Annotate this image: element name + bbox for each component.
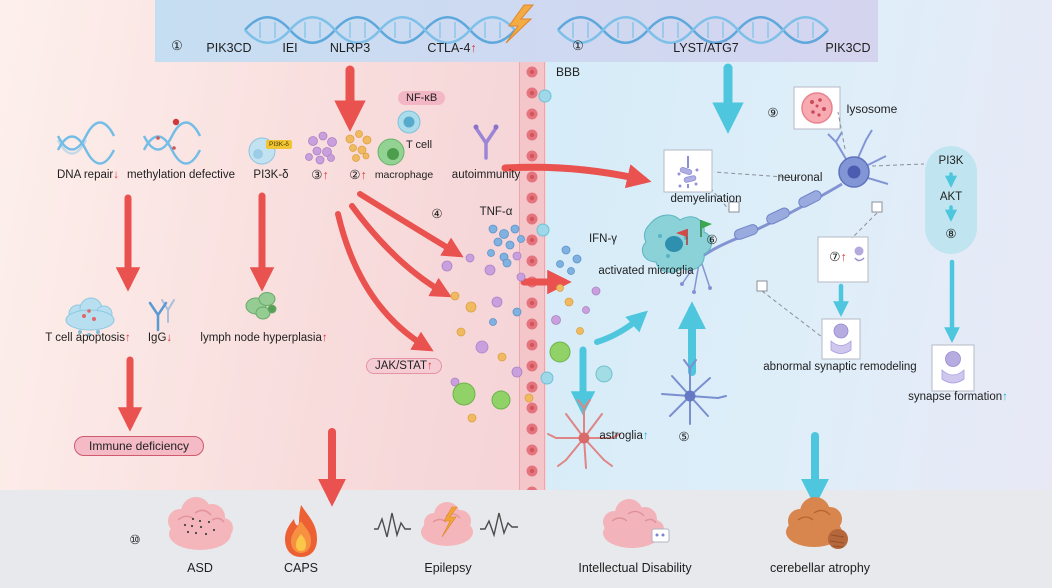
pi3k-label: PI3K xyxy=(938,155,964,167)
banner-num1-left: ① xyxy=(171,38,183,53)
synapse-formation-up-arrow: ↑ xyxy=(1002,391,1008,403)
tnf-label: TNF-α xyxy=(479,206,513,218)
astroglia-blue-icon xyxy=(661,359,727,425)
cytokine-field-left xyxy=(441,253,534,423)
intellectual-disability-brain-icon xyxy=(603,499,670,548)
neuron-illustration xyxy=(680,129,889,294)
dna-helix-right xyxy=(557,16,829,44)
num2-label: ②↑ xyxy=(349,168,367,182)
jakstat-badge: JAK/STAT↑ xyxy=(366,358,442,374)
demyelination-icon xyxy=(677,156,699,188)
intellectual-disability-label: Intellectual Disability xyxy=(578,561,692,575)
nfkb-badge: NF-κB xyxy=(398,91,446,105)
t-cell-label: T cell xyxy=(405,139,433,151)
cerebellar-atrophy-label: cerebellar atrophy xyxy=(769,561,871,575)
num10-label: ⑩ xyxy=(129,533,141,547)
seven-box xyxy=(817,236,869,283)
asd-brain-icon xyxy=(168,497,233,550)
ifng-label: IFN-γ xyxy=(588,233,618,245)
num2-up-arrow: ↑ xyxy=(360,168,367,182)
astroglia-pink-icon xyxy=(547,399,621,469)
zoom-node-squares xyxy=(728,201,883,292)
methylation-dna-icon xyxy=(142,118,202,165)
caps-label: CAPS xyxy=(283,561,319,575)
asd-label: ASD xyxy=(187,561,213,575)
methylation-label: methylation defective xyxy=(126,169,236,181)
apoptosis-up-arrow: ↑ xyxy=(124,332,131,344)
synapse-formation-label: synapse formation↑ xyxy=(908,391,1008,403)
demyelination-label: demyelination xyxy=(670,193,742,205)
num7-label: ⑦↑ xyxy=(829,250,847,264)
cerebellar-atrophy-brain-icon xyxy=(786,497,848,549)
dna-repair-icon xyxy=(56,121,116,165)
num9-label: ⑨ xyxy=(767,106,779,120)
igg-down-arrow: ↓ xyxy=(166,332,173,344)
macrophage-label: macrophage xyxy=(374,169,434,181)
dashed-connectors xyxy=(711,111,925,338)
dna-helix-left xyxy=(244,16,516,44)
num3-label: ③↑ xyxy=(311,168,329,182)
activated-microglia-label: activated microglia xyxy=(598,265,694,277)
immune-deficiency-badge: Immune deficiency xyxy=(74,436,205,456)
epilepsy-label: Epilepsy xyxy=(424,561,472,575)
bbb-label: BBB xyxy=(555,65,581,79)
banner-num1-right: ① xyxy=(572,38,584,53)
abnormal-synaptic-label: abnormal synaptic remodeling xyxy=(763,361,917,373)
purple-cytokine-dots xyxy=(305,131,337,165)
num3-up-arrow: ↑ xyxy=(322,168,329,182)
pi3kd-cell-badge: PI3K-δ xyxy=(266,140,292,149)
jakstat-up-arrow: ↑ xyxy=(426,360,433,372)
synapse-remodeling-icon xyxy=(830,323,852,354)
lymph-up-arrow: ↑ xyxy=(321,332,328,344)
akt-label: AKT xyxy=(939,191,963,203)
banner-gene-pik3cd-left: PIK3CD xyxy=(206,41,252,55)
autoimmunity-label: autoimmunity xyxy=(451,169,521,181)
pi3kd-label: PI3K-δ xyxy=(253,169,289,181)
ctla4-up-arrow: ↑ xyxy=(470,41,477,55)
dna-repair-label: DNA repair↓ xyxy=(57,169,119,181)
tnf-dots xyxy=(487,224,525,262)
igg-antibody-icon xyxy=(148,299,175,332)
lymph-node-icon xyxy=(245,292,277,320)
apoptosis-cloud-icon xyxy=(65,297,115,337)
red-arrows xyxy=(115,65,652,507)
num7-up-arrow: ↑ xyxy=(840,250,847,264)
banner-gene-pik3cd-right: PIK3CD xyxy=(825,41,871,55)
epilepsy-icon xyxy=(374,502,518,546)
apoptosis-label: T cell apoptosis↑ xyxy=(45,332,131,344)
flag-icons xyxy=(676,220,712,245)
lysosome-label: lysosome xyxy=(846,102,898,116)
num8-label: ⑧ xyxy=(945,227,957,241)
synapse-formation-icon xyxy=(941,351,965,384)
macrophage-icon xyxy=(377,138,405,166)
pi3k-akt-pill xyxy=(925,146,977,254)
num4-label: ④ xyxy=(431,207,443,221)
astroglia-label: astroglia↑ xyxy=(599,430,649,442)
banner-gene-ctla4: CTLA-4↑ xyxy=(427,41,477,55)
t-cell-icon xyxy=(397,110,421,134)
caps-flame-icon xyxy=(285,505,317,557)
neuronal-label: neuronal xyxy=(777,172,823,184)
banner-gene-nlrp3: NLRP3 xyxy=(329,41,371,55)
cyan-arrows xyxy=(570,63,960,507)
num6-label: ⑥ xyxy=(706,233,718,247)
microglia-icon xyxy=(641,214,712,273)
lysosome-icon xyxy=(801,92,833,124)
banner-gene-iei: IEI xyxy=(282,41,298,55)
num5-label: ⑤ xyxy=(678,430,690,444)
seven-box-synapse-icon xyxy=(854,246,865,262)
yellow-cytokine-dots xyxy=(345,130,372,162)
banner-gene-lyst-atg7: LYST/ATG7 xyxy=(673,41,739,55)
autoimmunity-antibody-icon xyxy=(473,124,499,160)
lymph-label: lymph node hyperplasia↑ xyxy=(200,332,328,344)
cytokine-field-right xyxy=(549,245,613,383)
lightning-icon xyxy=(505,4,535,44)
dna-repair-down-arrow: ↓ xyxy=(113,169,119,181)
igg-label: IgG↓ xyxy=(147,332,173,344)
astroglia-up-arrow: ↑ xyxy=(642,430,649,442)
